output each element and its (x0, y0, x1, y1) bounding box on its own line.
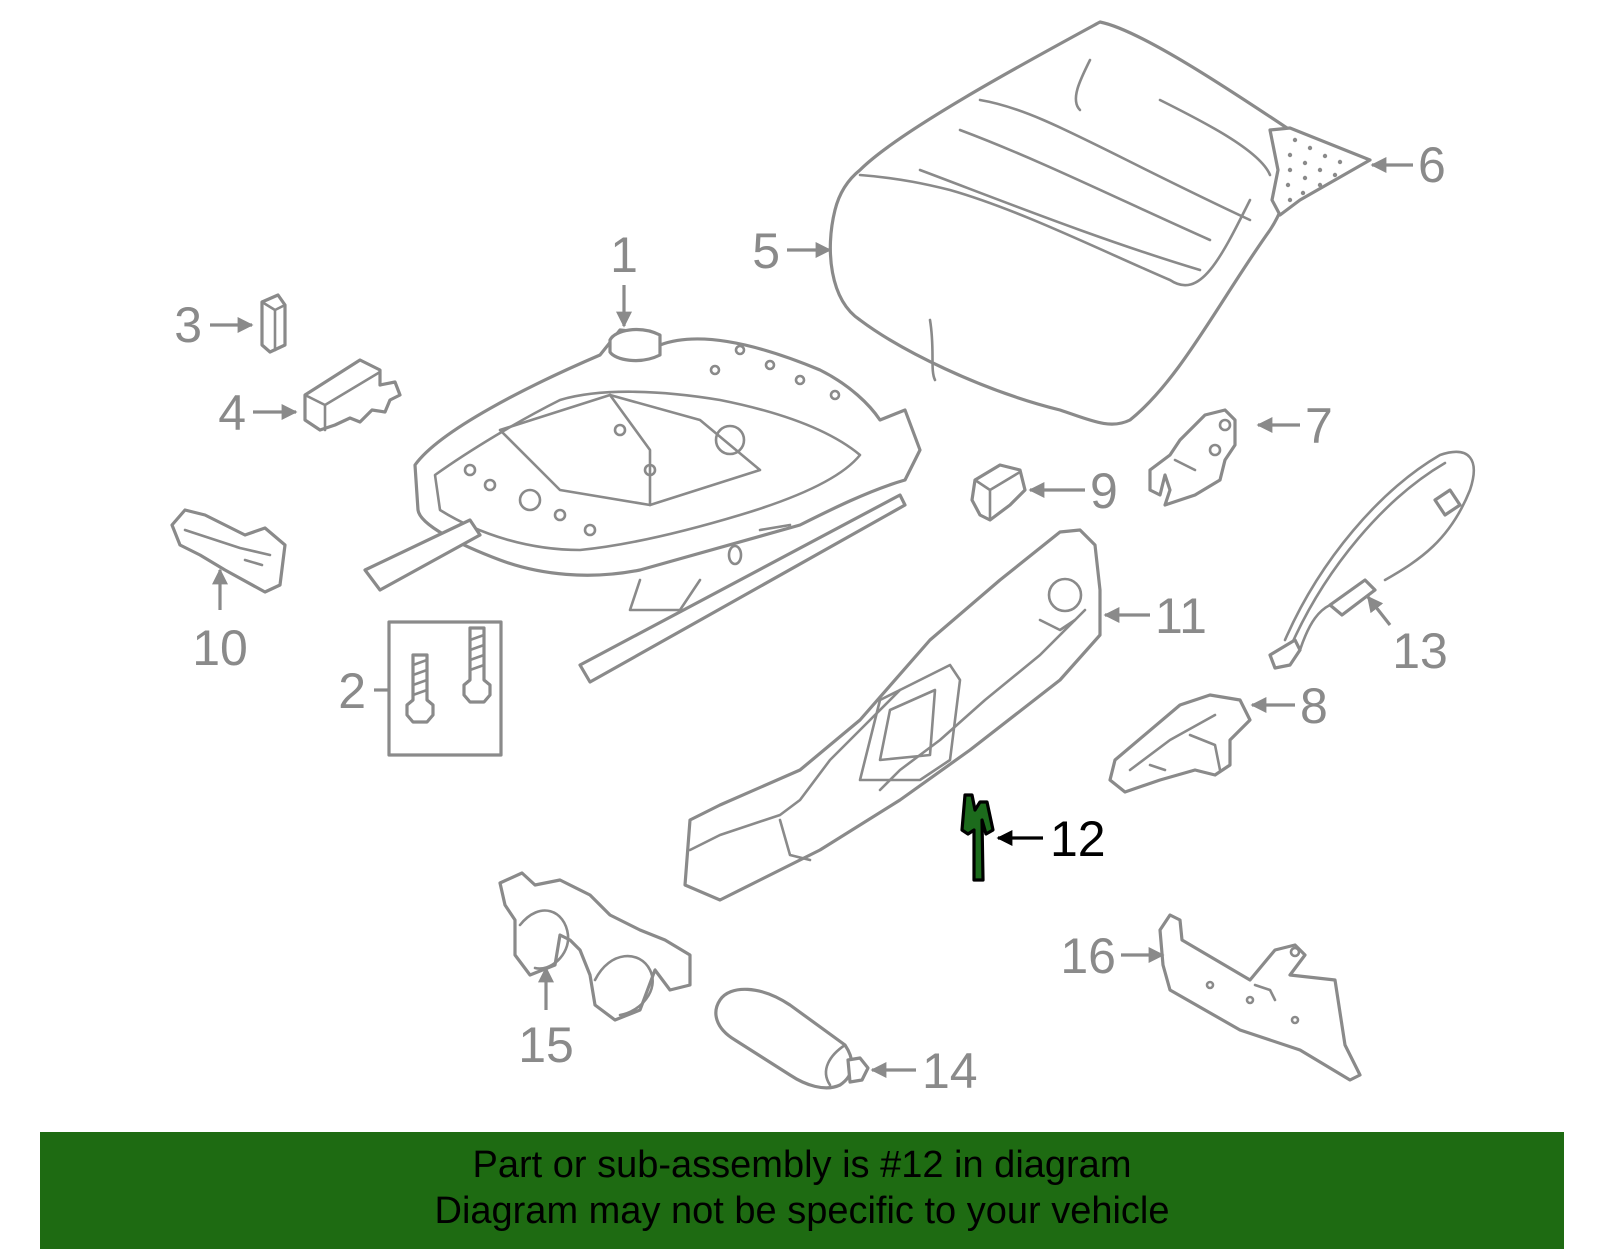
part-5-seat-cushion (828, 20, 1296, 426)
part-12-clip-highlighted (960, 793, 995, 882)
callout-5: 5 (752, 223, 780, 279)
callout-11: 11 (1155, 588, 1207, 644)
info-banner: Part or sub-assembly is #12 in diagram D… (40, 1132, 1564, 1249)
part-6-mesh-pad (1268, 126, 1372, 217)
part-11-side-shield (683, 528, 1102, 902)
callout-1: 1 (610, 227, 638, 283)
banner-line-1: Part or sub-assembly is #12 in diagram (472, 1144, 1132, 1186)
part-2-bolts (387, 620, 503, 757)
part-16-plate (1158, 913, 1362, 1082)
part-14-cylinder (714, 987, 870, 1090)
part-15-bracket (498, 871, 692, 1022)
part-3-clip (260, 293, 287, 354)
callout-15: 15 (518, 1017, 574, 1073)
callout-12: 12 (1050, 811, 1106, 867)
callout-10: 10 (192, 620, 248, 676)
part-7-bracket (1148, 408, 1237, 507)
part-8-handle (1108, 693, 1252, 794)
callout-7: 7 (1305, 398, 1333, 454)
callout-2: 2 (338, 663, 366, 719)
callout-14: 14 (922, 1043, 978, 1099)
callout-13: 13 (1392, 623, 1448, 679)
part-13-cable (1268, 450, 1475, 670)
part-9-clip (970, 463, 1027, 522)
callout-16: 16 (1060, 928, 1116, 984)
part-1-seat-frame (363, 327, 922, 684)
banner-line-2: Diagram may not be specific to your vehi… (434, 1190, 1170, 1232)
part-4-cover (303, 358, 402, 432)
callout-9: 9 (1090, 463, 1118, 519)
callout-3: 3 (174, 297, 202, 353)
callout-6: 6 (1418, 137, 1446, 193)
part-10-trim (170, 508, 287, 594)
callout-arrows (210, 157, 1413, 1078)
callout-labels: 1 2 3 4 5 6 7 8 9 10 11 12 13 14 15 16 (174, 137, 1448, 1099)
callout-8: 8 (1300, 678, 1328, 734)
callout-4: 4 (218, 385, 246, 441)
